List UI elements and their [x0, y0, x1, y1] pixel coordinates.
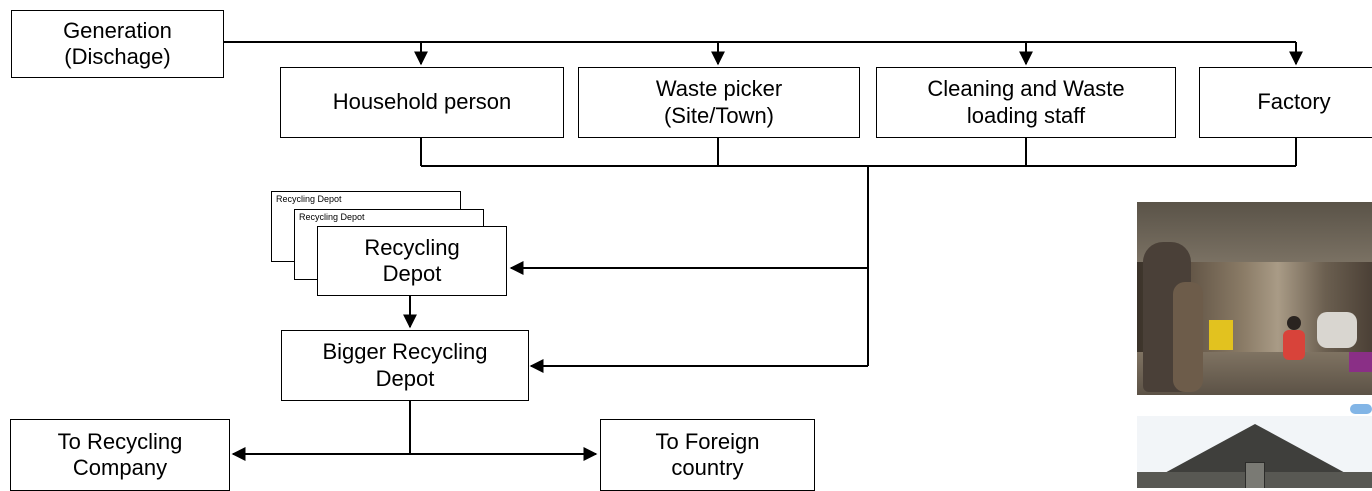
- blue-accent-1: [1350, 404, 1372, 414]
- warehouse-interior-photo: [1137, 202, 1372, 395]
- to-foreign-country-box: To Foreign country: [600, 419, 815, 491]
- purple-item: [1349, 352, 1372, 372]
- bigger-recycling-depot-box: Bigger Recycling Depot: [281, 330, 529, 401]
- recycling-depot-box: Recycling Depot: [317, 226, 507, 296]
- to-recycling-company-box: To Recycling Company: [10, 419, 230, 491]
- white-sacks: [1317, 312, 1357, 348]
- factory-box: Factory: [1199, 67, 1372, 138]
- household-person-box: Household person: [280, 67, 564, 138]
- person-figure: [1283, 330, 1305, 360]
- waste-picker-box: Waste picker (Site/Town): [578, 67, 860, 138]
- window-shape: [1245, 462, 1265, 488]
- building-exterior-photo: [1137, 416, 1372, 488]
- generation-box: Generation (Dischage): [11, 10, 224, 78]
- person-head: [1287, 316, 1301, 330]
- stack-middle-label: Recycling Depot: [299, 212, 365, 222]
- stack-back-label: Recycling Depot: [276, 194, 342, 204]
- hanging-material-2: [1173, 282, 1203, 392]
- yellow-bag: [1209, 320, 1233, 350]
- cleaning-staff-box: Cleaning and Waste loading staff: [876, 67, 1176, 138]
